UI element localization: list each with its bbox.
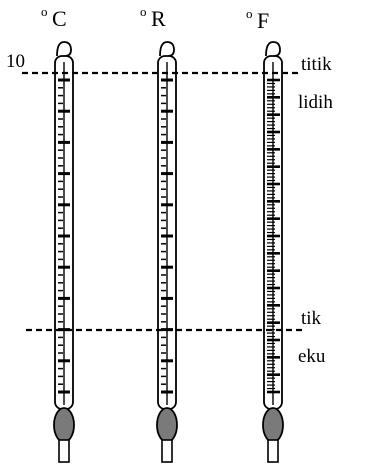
thermometer-reaumur	[156, 41, 178, 463]
thermometer-fahrenheit	[262, 41, 284, 463]
thermometer-bulb	[156, 407, 178, 443]
thermometer-cap	[159, 41, 175, 57]
thermometer-stem	[161, 439, 173, 463]
thermometer-stem	[58, 439, 70, 463]
lower-label-line2: eku	[298, 346, 326, 367]
thermometer-cap	[265, 41, 281, 57]
upper-label-line1: titik	[301, 54, 332, 75]
upper-value-label: 10	[6, 51, 25, 72]
thermometer-stem	[267, 439, 279, 463]
thermometer-bulb	[53, 407, 75, 443]
upper-label-line2: lidih	[298, 92, 333, 113]
thermometer-bulb	[262, 407, 284, 443]
thermometer-celsius	[53, 41, 75, 463]
lower-label-line1: tik	[301, 308, 322, 329]
thermometer-cap	[56, 41, 72, 57]
